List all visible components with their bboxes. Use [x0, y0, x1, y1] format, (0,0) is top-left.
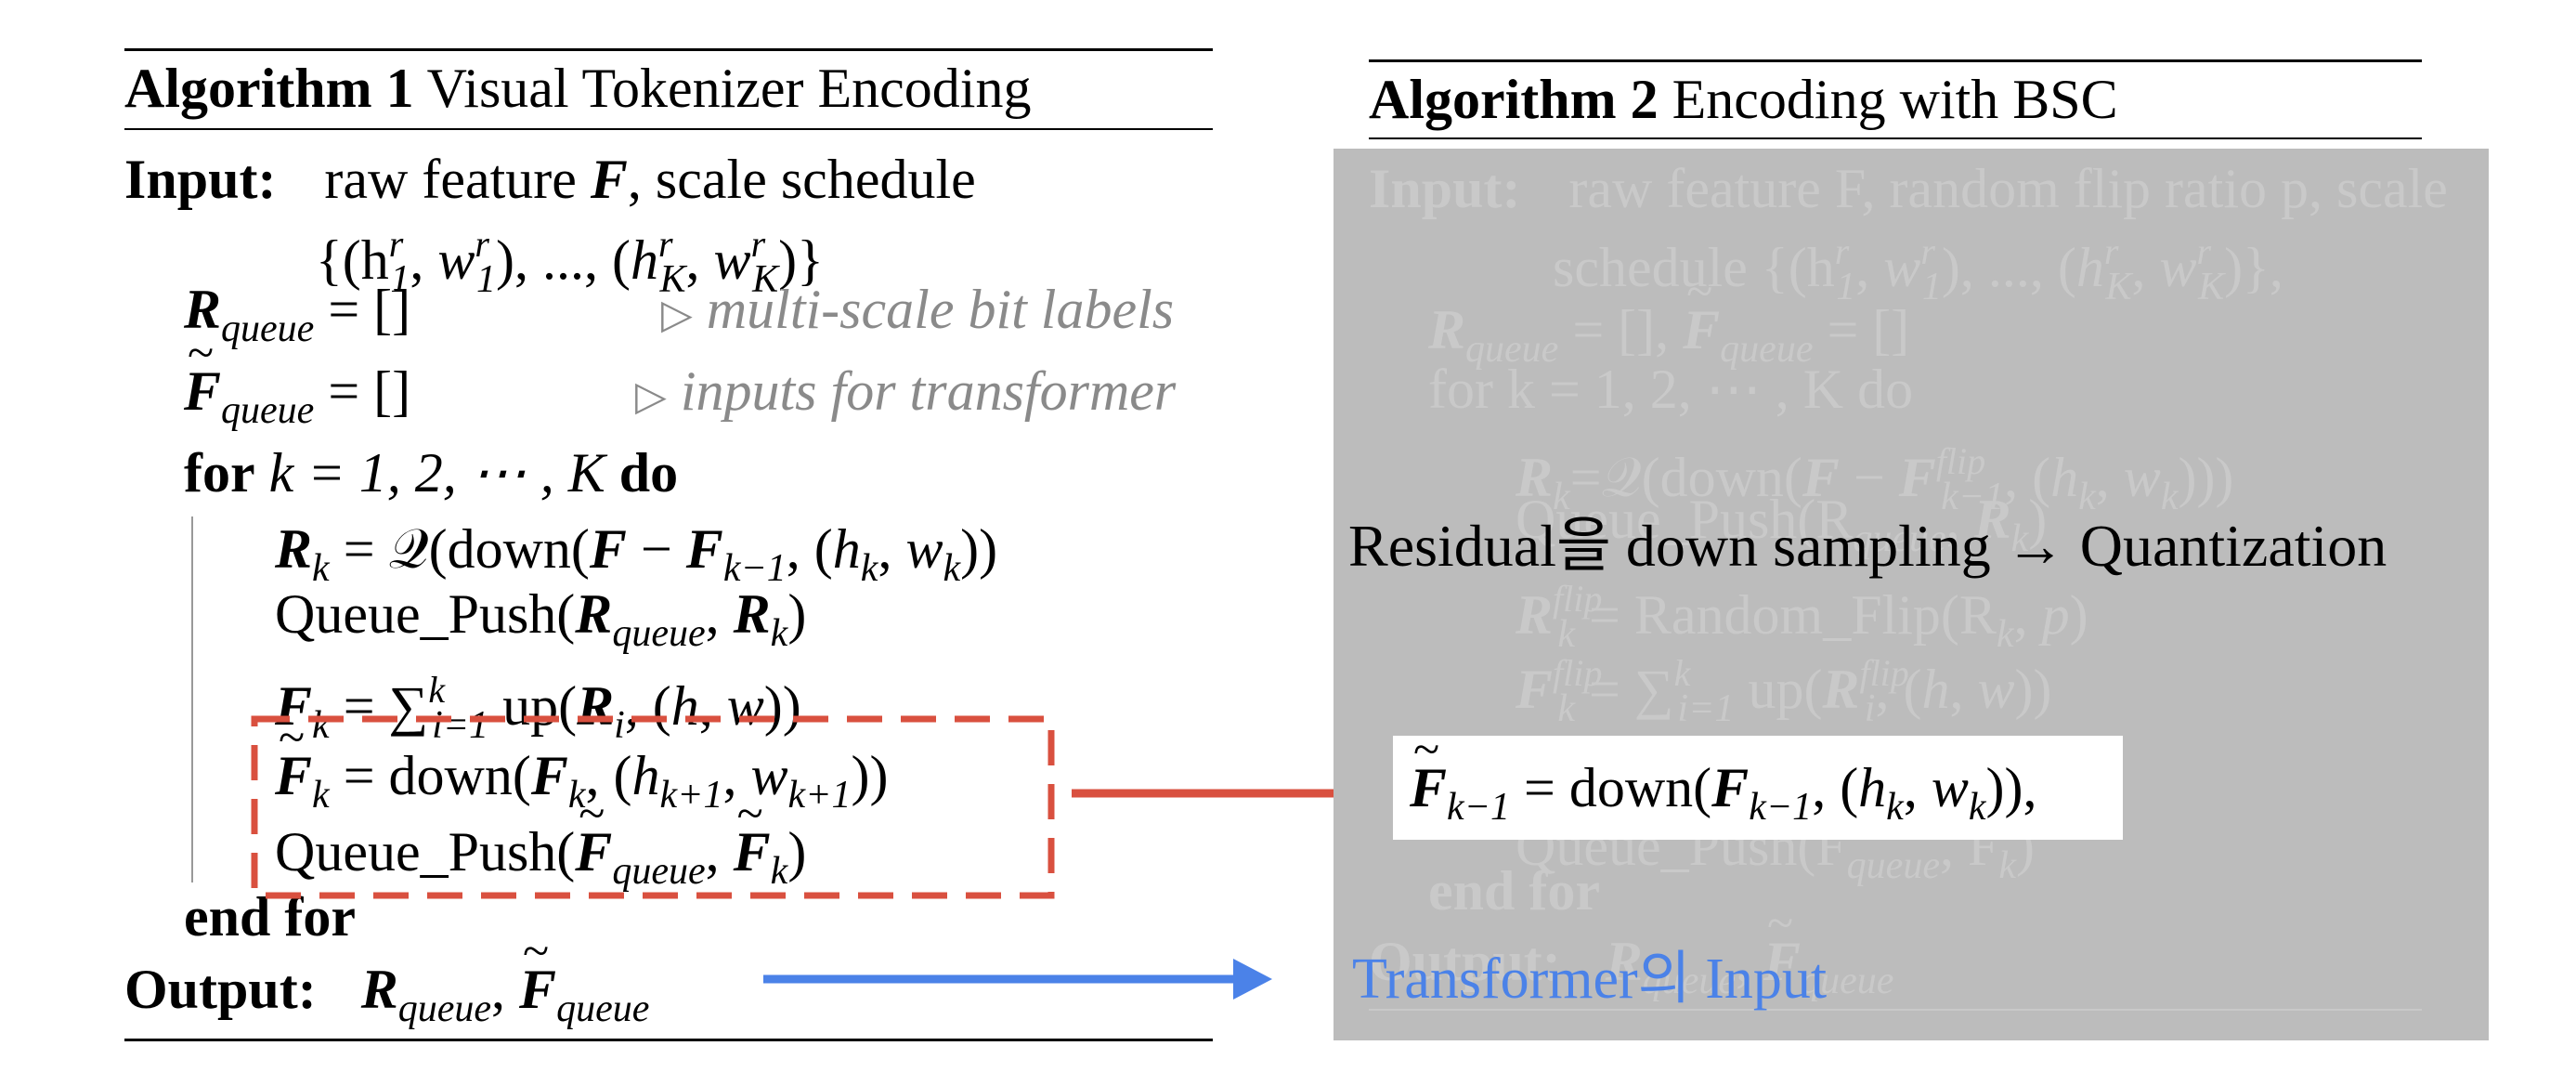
algo1-comment-inputs: ▷ inputs for transformer: [635, 359, 1176, 429]
formula-rhs: = down(: [1524, 757, 1712, 818]
algo1-push2-line: Queue_Push(Fqueue, Fk): [275, 782, 806, 904]
algo2-output-label: Output:: [1369, 931, 1561, 992]
algo2-input-line: Input: raw feature F, random flip ratio …: [1369, 156, 2448, 221]
algo2-sum-text: = ∑: [1589, 659, 1674, 720]
algo1-ftilde-rhs: = down(: [343, 745, 531, 806]
algo2-queues-r: R: [1428, 299, 1466, 360]
algo2-end-for: end for: [1428, 860, 1600, 922]
algo1-rqueue-line: Rqueue = []: [184, 279, 411, 350]
algo1-ftilde-line: Fk = down(Fk, (hk+1, wk+1)): [275, 706, 888, 828]
residual-caption: Residual을 down sampling → Quantization: [1348, 513, 2387, 579]
blue-arrow-icon: [763, 959, 1272, 1000]
algo1-top-rule: [124, 48, 1213, 51]
algo1-comment-bits-text: multi-scale bit labels: [706, 279, 1175, 340]
algo1-do-kw: do: [618, 442, 679, 503]
formula-lhs: F: [1410, 699, 1447, 840]
algo1-rk-rhs: = 𝒬(down(: [343, 518, 590, 580]
algo1-title-rule: [124, 128, 1213, 130]
algo1-push1-text: Queue_Push(: [275, 583, 576, 645]
algo2-push-text: Queue_Push(R: [1516, 489, 1854, 550]
algo1-title-rest: Visual Tokenizer Encoding: [426, 58, 1032, 119]
comment-triangle-icon: ▷: [635, 373, 667, 419]
algo1-push2-text: Queue_Push(: [275, 821, 576, 882]
algo1-comment-inputs-text: inputs for transformer: [680, 360, 1177, 422]
algo1-input-text-a: raw feature: [324, 149, 577, 210]
algo2-title-rest: Encoding with BSC: [1672, 69, 2118, 130]
algo1-input-line: Input: raw feature F, scale schedule: [124, 147, 976, 212]
algo1-rqueue-rhs: = []: [328, 279, 411, 340]
algo2-title: Algorithm 2 Encoding with BSC: [1369, 67, 2118, 132]
algo1-bottom-rule: [124, 1039, 1213, 1041]
formula-text: Fk−1 = down(Fk−1, (hk, wk)),: [1410, 699, 2123, 859]
algo1-loop-bar: [191, 516, 193, 882]
algo2-push-line: Queue_Push(Rqueue, Rk): [1516, 489, 2048, 560]
algo1-push1-line: Queue_Push(Rqueue, Rk): [275, 583, 807, 655]
gray-overlay: [1334, 149, 2489, 1040]
algo1-input-var: F: [590, 149, 628, 210]
algo1-title-bold: Algorithm 1: [124, 58, 414, 119]
algo1-input-text-b: , scale schedule: [627, 149, 976, 210]
algo1-comment-bits: ▷ multi-scale bit labels: [661, 277, 1174, 347]
algo2-flip-line: Rflipk = Random_Flip(Rk, p): [1516, 578, 2088, 656]
algo2-bottom-rule: [1369, 1009, 2422, 1011]
algo2-for-text: for k = 1, 2, ⋯ , K do: [1428, 359, 1914, 420]
red-arrow-icon: [1072, 773, 1374, 814]
algo2-for-line: for k = 1, 2, ⋯ , K do: [1428, 357, 1913, 422]
algo1-fk-rhs: = ∑: [343, 675, 429, 737]
algo1-rk-line: Rk = 𝒬(down(F − Fk−1, (hk, wk)): [275, 518, 998, 590]
algo1-for-line: for k = 1, 2, ⋯ , K do: [184, 440, 678, 505]
algo2-rk-r: R: [1516, 447, 1554, 508]
algo1-for-range: k = 1, 2, ⋯ , K: [268, 442, 605, 503]
algo1-for-kw: for: [184, 442, 255, 503]
comment-triangle-icon: ▷: [661, 292, 693, 337]
algo2-sum-line: Fflipk = ∑ki=1 up(Rflipi, (h, w)): [1516, 652, 2052, 730]
algo2-title-bold: Algorithm 2: [1369, 69, 1659, 130]
algo2-input-label: Input:: [1369, 158, 1521, 219]
algo1-fqueue-rhs: = []: [328, 360, 411, 422]
algo2-input-text: raw feature F, random flip ratio p, scal…: [1568, 158, 2448, 219]
formula-box: Fk−1 = down(Fk−1, (hk, wk)),: [1393, 699, 2123, 840]
algo2-rk-line: Rk=𝒬(down(F − Fflipk−1, (hk, wk))): [1516, 440, 2234, 518]
algo2-queues-line: Rqueue = [], Fqueue = []: [1428, 260, 1909, 382]
transformer-caption: Transformer의 Input: [1352, 948, 1828, 1011]
algo2-title-rule: [1369, 137, 2422, 139]
algo1-output-label: Output:: [124, 959, 317, 1020]
algo1-schedule-line: {(hr1, wr1), ..., (hrK, wrK)}: [316, 223, 824, 301]
algo1-title: Algorithm 1 Visual Tokenizer Encoding: [124, 56, 1031, 121]
highlight-dashed-box: [251, 715, 1055, 899]
algo1-schedule-open: {(h: [316, 229, 389, 291]
algo1-output-line: Output: Rqueue, Fqueue: [124, 920, 649, 1041]
algo1-input-label: Input:: [124, 149, 277, 210]
algo2-top-rule: [1369, 59, 2422, 62]
algo1-fqueue-line: Fqueue = []: [184, 321, 411, 443]
algo2-output-line: Output: Rqueue, Fqueue: [1369, 892, 1893, 1013]
algo2-flip-text: = Random_Flip(R: [1589, 584, 1997, 646]
